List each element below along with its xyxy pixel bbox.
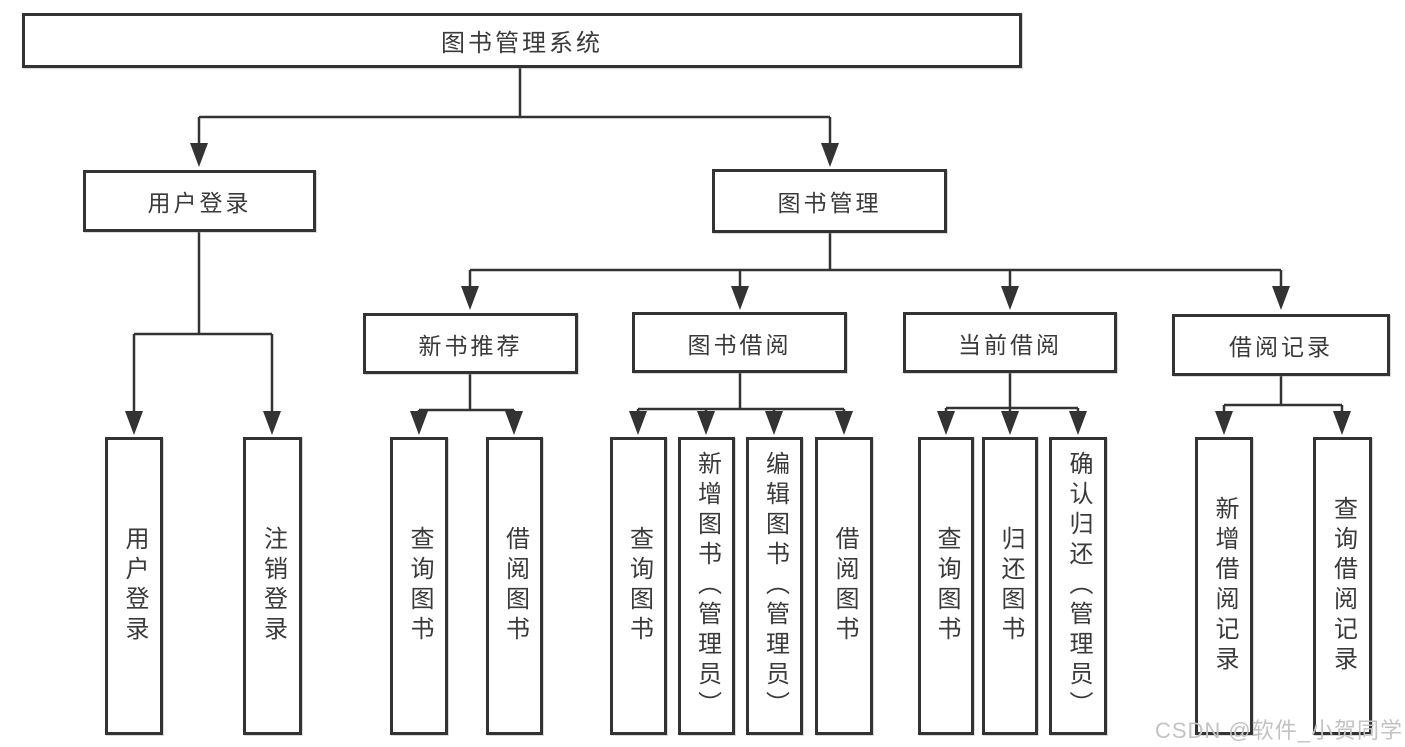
arrowhead bbox=[697, 411, 715, 435]
leaf-edit-book-admin: 编辑图书（管理员） bbox=[746, 437, 803, 735]
csdn-watermark: CSDN @软件_小贺同学 bbox=[1154, 718, 1403, 743]
connector-borrow-record-to-leaves bbox=[1215, 376, 1351, 435]
leaf-label: 新增图书（管理员） bbox=[693, 451, 721, 721]
leaf-label: 编辑图书（管理员） bbox=[761, 451, 789, 721]
node-root-system: 图书管理系统 bbox=[22, 13, 1022, 68]
arrowhead bbox=[821, 143, 839, 167]
leaf-label: 注销登录 bbox=[259, 526, 287, 646]
leaf-query-borrow-record: 查询借阅记录 bbox=[1313, 437, 1372, 735]
leaf-label: 新增借阅记录 bbox=[1211, 496, 1238, 676]
leaf-label: 归还图书 bbox=[997, 526, 1024, 646]
arrowhead bbox=[731, 286, 749, 310]
arrowhead bbox=[461, 286, 479, 310]
connector-root-to-level2 bbox=[190, 68, 839, 167]
node-label: 用户登录 bbox=[147, 190, 252, 216]
node-label: 新书推荐 bbox=[418, 332, 523, 359]
leaf-add-book-admin: 新增图书（管理员） bbox=[678, 437, 735, 735]
node-label: 图书管理 bbox=[777, 190, 882, 216]
leaf-query-books-recommend: 查询图书 bbox=[390, 437, 448, 735]
leaf-label: 查询图书 bbox=[933, 526, 960, 646]
connector-new-book-to-leaves bbox=[410, 374, 523, 435]
arrowhead bbox=[1069, 411, 1087, 435]
leaf-borrow-books: 借阅图书 bbox=[815, 437, 873, 735]
leaf-add-borrow-record: 新增借阅记录 bbox=[1195, 437, 1253, 735]
leaf-return-book: 归还图书 bbox=[982, 437, 1038, 735]
arrowhead bbox=[1001, 411, 1019, 435]
connector-user-login-to-leaves bbox=[125, 232, 281, 435]
arrowhead bbox=[1272, 286, 1290, 310]
leaf-label: 借阅图书 bbox=[501, 526, 529, 646]
leaf-logout: 注销登录 bbox=[243, 437, 302, 735]
arrowhead bbox=[410, 411, 428, 435]
arrowhead bbox=[1001, 286, 1019, 310]
connector-book-borrow-to-leaves bbox=[629, 373, 853, 435]
node-label: 图书管理系统 bbox=[441, 30, 603, 57]
node-book-mgmt: 图书管理 bbox=[712, 169, 947, 233]
arrowhead bbox=[263, 411, 281, 435]
arrowhead bbox=[505, 411, 523, 435]
leaf-label: 查询图书 bbox=[625, 526, 653, 646]
arrowhead bbox=[937, 411, 955, 435]
node-new-book-recommend: 新书推荐 bbox=[363, 313, 578, 374]
node-current-borrow: 当前借阅 bbox=[903, 312, 1117, 373]
leaf-label: 查询图书 bbox=[406, 526, 433, 646]
arrowhead bbox=[1333, 411, 1351, 435]
leaf-query-books-borrow: 查询图书 bbox=[610, 437, 667, 735]
leaf-query-books-current: 查询图书 bbox=[918, 437, 974, 735]
arrowhead bbox=[125, 411, 143, 435]
leaf-label: 确认归还（管理员） bbox=[1065, 451, 1092, 721]
leaf-label: 查询借阅记录 bbox=[1329, 496, 1357, 676]
leaf-label: 借阅图书 bbox=[831, 526, 858, 646]
node-book-borrow: 图书借阅 bbox=[632, 312, 847, 373]
leaf-confirm-return-admin: 确认归还（管理员） bbox=[1049, 437, 1107, 735]
arrowhead bbox=[629, 411, 647, 435]
node-label: 当前借阅 bbox=[958, 331, 1062, 358]
leaf-label: 用户登录 bbox=[121, 526, 148, 646]
leaf-user-login: 用户登录 bbox=[105, 437, 163, 735]
arrowhead bbox=[1215, 411, 1233, 435]
arrowhead bbox=[835, 411, 853, 435]
connector-current-borrow-to-leaves bbox=[937, 373, 1087, 435]
node-label: 借阅记录 bbox=[1229, 334, 1333, 360]
node-user-login: 用户登录 bbox=[83, 170, 316, 232]
connector-book-mgmt-to-level3 bbox=[461, 233, 1290, 310]
arrowhead bbox=[190, 143, 208, 167]
leaf-borrow-books-recommend: 借阅图书 bbox=[486, 437, 543, 735]
arrowhead bbox=[765, 411, 783, 435]
node-borrow-record: 借阅记录 bbox=[1172, 314, 1390, 376]
node-label: 图书借阅 bbox=[687, 331, 792, 358]
